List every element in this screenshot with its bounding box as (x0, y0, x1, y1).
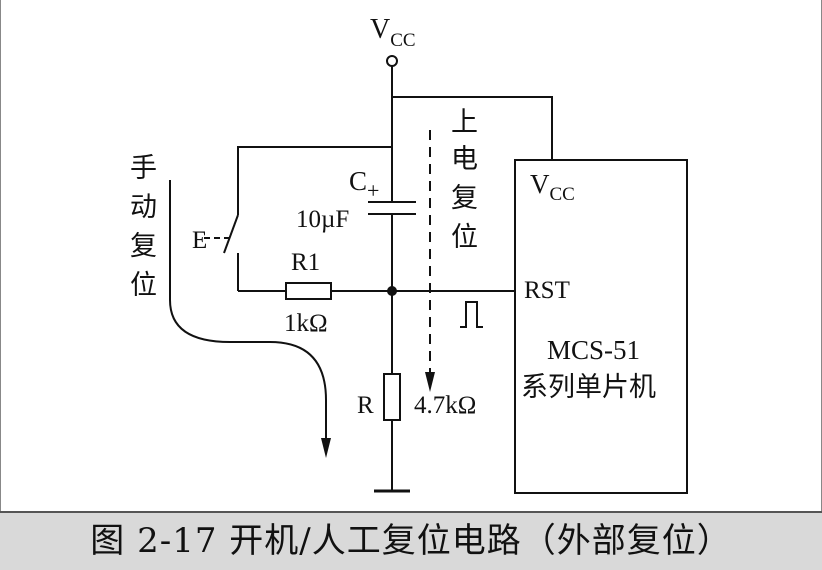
r-resistor (383, 373, 401, 421)
vcc-top-label: VCC (370, 14, 416, 51)
power-on-arrow-head (425, 372, 435, 392)
manual-reset-label: 手 动 复 位 (130, 153, 157, 300)
figure-caption: 图 2-17 开机/人工复位电路（外部复位） (90, 521, 732, 561)
circuit-diagram: VCC C+ 10µF R1 1kΩ R 4.7kΩ E VCC RST MCS… (0, 0, 822, 511)
manual-reset-char: 位 (130, 270, 157, 300)
switch-blade (223, 214, 239, 254)
power-on-reset-char: 电 (451, 144, 478, 174)
chip-vcc-wire (392, 96, 553, 160)
power-on-reset-char: 复 (451, 183, 478, 213)
pulse-icon (460, 301, 483, 328)
r1-name: R1 (291, 249, 320, 276)
chip-vcc-label: VCC (530, 169, 575, 205)
switch-top-wire (237, 146, 392, 215)
r1-resistor (285, 282, 332, 300)
manual-reset-arrow-head (321, 438, 331, 458)
r-value: 4.7kΩ (414, 392, 476, 419)
capacitor-name: C+ (349, 166, 379, 203)
chip-subtitle: 系列单片机 (521, 372, 656, 402)
chip-rst-label: RST (524, 277, 570, 304)
mcs51-chip (514, 159, 688, 494)
power-on-reset-char: 上 (451, 107, 478, 137)
switch-label: E (192, 227, 207, 254)
power-on-reset-char: 位 (451, 222, 478, 252)
chip-name: MCS-51 (547, 335, 640, 365)
r1-value: 1kΩ (284, 310, 328, 337)
caption-bar: 图 2-17 开机/人工复位电路（外部复位） (0, 511, 822, 570)
junction-dot (387, 286, 397, 296)
power-on-reset-label: 上 电 复 位 (451, 107, 478, 252)
manual-reset-char: 复 (130, 231, 157, 261)
manual-reset-char: 动 (130, 192, 157, 222)
r-name: R (357, 392, 374, 419)
manual-reset-arrow-line (169, 180, 327, 440)
capacitor-value: 10µF (296, 206, 349, 233)
manual-reset-char: 手 (130, 153, 157, 183)
vcc-terminal (386, 55, 398, 67)
